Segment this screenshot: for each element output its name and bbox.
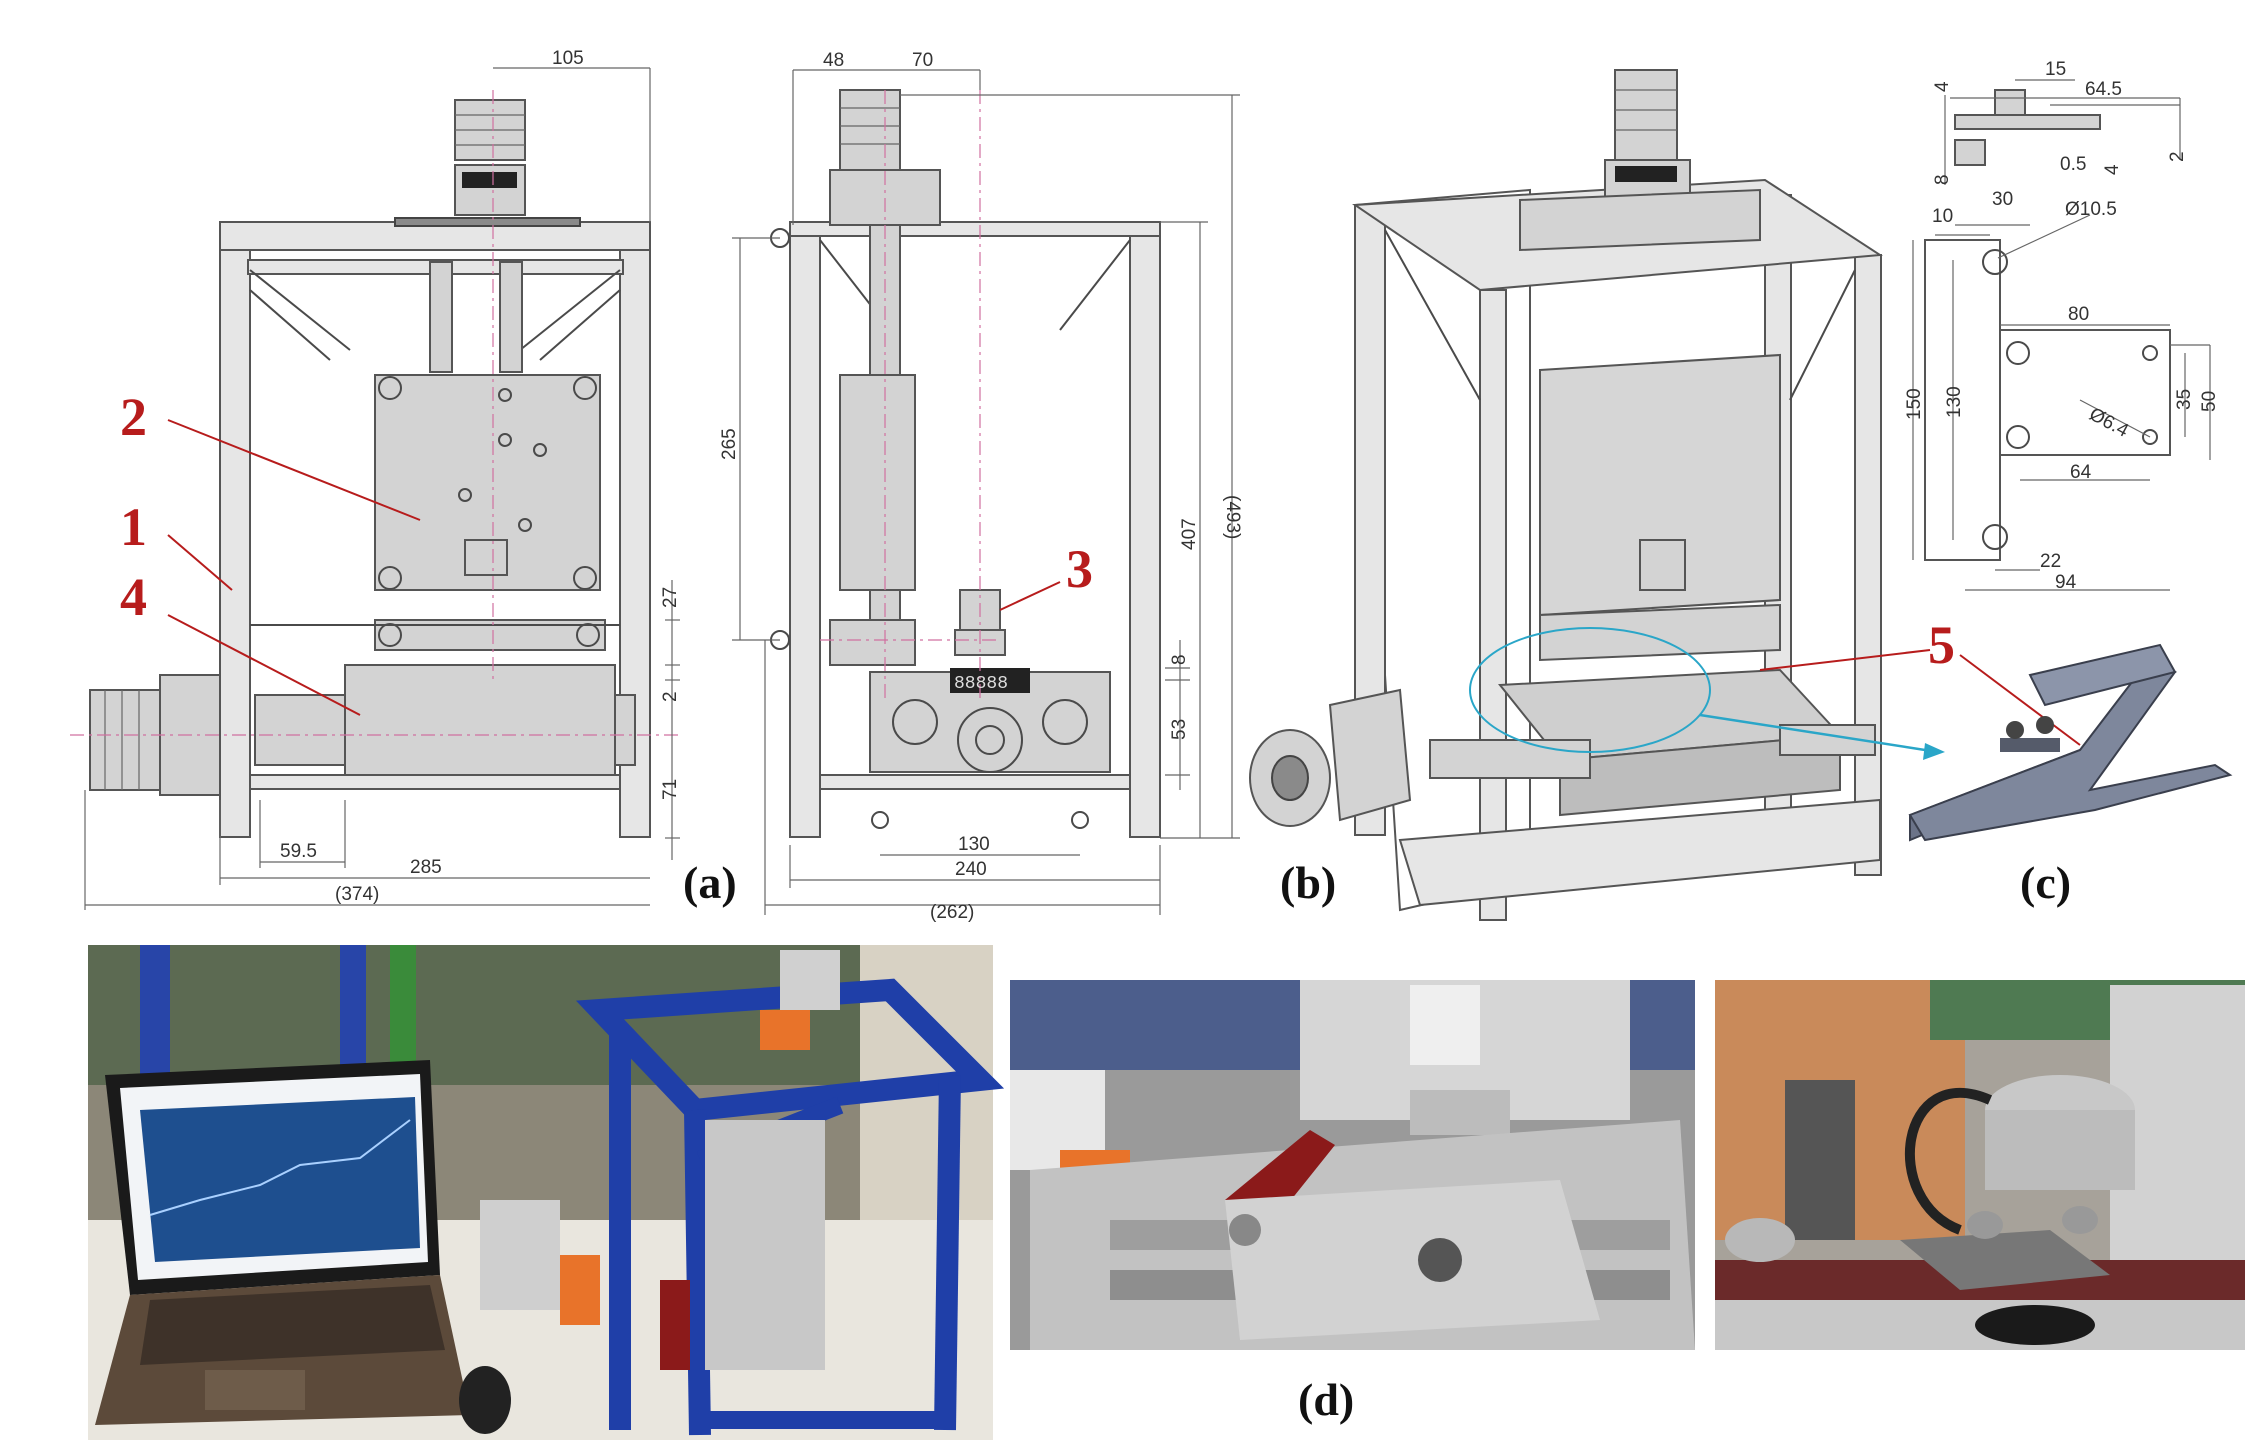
front-view-drawing [70,67,680,910]
callout-3: 3 [1066,539,1093,599]
dim-70: 70 [912,50,933,71]
dim-4a: 4 [1932,81,1953,92]
dim-2p: 2 [2167,151,2188,162]
dim-150: 150 [1904,388,1925,420]
dim-59-5: 59.5 [280,841,317,862]
dim-493: (493) [1222,495,1243,539]
display-readout: 88888 [954,674,1008,694]
panel-label-a: (a) [683,857,737,908]
dim-48: 48 [823,50,844,71]
dim-hole-6-4: Ø6.4 [2086,404,2133,442]
callout-1: 1 [120,497,147,557]
dim-10: 10 [1932,206,1953,227]
dim-30: 30 [1992,189,2013,210]
dim-71: 71 [660,779,681,800]
dim-2: 2 [660,691,681,702]
dim-64-5: 64.5 [2085,79,2122,100]
dim-64: 64 [2070,462,2092,483]
photo-loadcell-closeup [1715,980,2245,1350]
side-view-drawing [732,69,1240,915]
callout-5: 5 [1928,615,1955,675]
callout-2: 2 [120,387,147,447]
dim-130p: 130 [1944,386,1965,418]
dim-374: (374) [335,884,379,905]
dim-240: 240 [955,859,987,880]
dim-50: 50 [2199,391,2220,412]
photo-clamp-closeup [1010,980,1695,1350]
dim-8p: 8 [1932,174,1953,185]
dim-8: 8 [1169,654,1190,665]
dim-285: 285 [410,857,442,878]
dim-27: 27 [660,587,681,608]
dim-130: 130 [958,834,990,855]
isometric-view-drawing [1249,69,2081,921]
dim-262: (262) [930,902,974,923]
dim-hole-10-5: Ø10.5 [2065,199,2117,220]
dim-35: 35 [2174,389,2195,410]
dim-22: 22 [2040,551,2061,572]
panel-label-b: (b) [1280,857,1336,908]
dim-407: 407 [1179,518,1200,550]
dim-15: 15 [2045,59,2066,80]
dim-0-5: 0.5 [2060,154,2086,175]
dim-53: 53 [1169,719,1190,740]
panel-label-c: (c) [2020,857,2071,908]
dim-4b: 4 [2102,164,2123,175]
dim-265: 265 [719,428,740,460]
part-drawings [1908,79,2233,842]
dim-105: 105 [552,48,584,69]
dim-94: 94 [2055,572,2077,593]
callout-4: 4 [120,567,147,627]
dim-80: 80 [2068,304,2089,325]
panel-label-d: (d) [1298,1374,1354,1425]
photo-setup-overview [88,945,1005,1440]
